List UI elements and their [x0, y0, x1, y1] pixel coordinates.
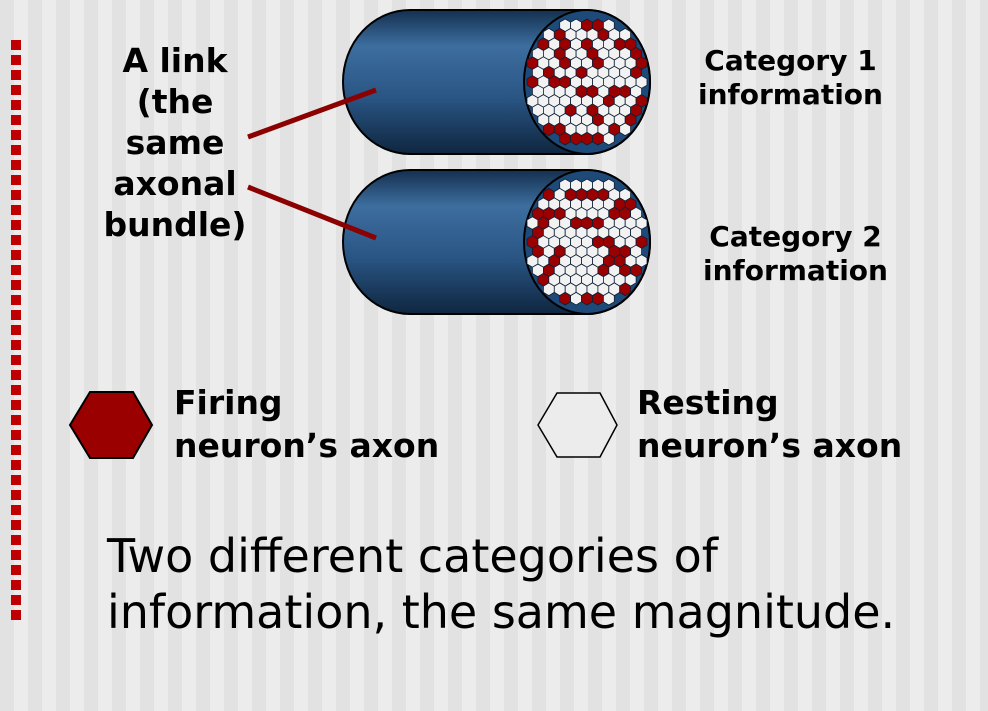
category-2-label: Category 2 information — [703, 220, 888, 288]
bullet-marker — [11, 430, 21, 440]
bullet-marker — [11, 190, 21, 200]
link-label-line: same — [125, 123, 225, 162]
white-hexagon-icon — [537, 392, 618, 458]
bullet-marker — [11, 595, 21, 605]
bullet-marker — [11, 325, 21, 335]
bullet-marker — [11, 370, 21, 380]
bullet-marker — [11, 235, 21, 245]
link-label-line: (the — [136, 82, 214, 121]
firing-axon — [592, 291, 604, 306]
category-1-label: Category 1 information — [698, 44, 883, 112]
firing-axon — [581, 131, 593, 146]
bullet-marker — [11, 145, 21, 155]
firing-axon — [581, 291, 593, 306]
resting-axon — [543, 282, 555, 297]
legend-resting-line: neuron’s axon — [637, 426, 903, 465]
sidebar-markers — [11, 40, 23, 625]
bullet-marker — [11, 610, 21, 620]
link-label-line: axonal — [113, 164, 237, 203]
firing-axon — [559, 131, 571, 146]
firing-axon — [570, 131, 582, 146]
resting-axon — [603, 291, 615, 306]
category-1-label-line: information — [698, 78, 883, 111]
bullet-marker — [11, 490, 21, 500]
bullet-marker — [11, 520, 21, 530]
firing-axon — [543, 122, 555, 137]
resting-axon — [603, 131, 615, 146]
category-2-label-line: Category 2 — [709, 220, 882, 253]
link-label-line: bundle) — [103, 205, 247, 244]
bullet-marker — [11, 550, 21, 560]
bullet-marker — [11, 250, 21, 260]
bullet-marker — [11, 100, 21, 110]
bullet-marker — [11, 55, 21, 65]
bullet-marker — [11, 505, 21, 515]
bullet-marker — [11, 220, 21, 230]
bullet-marker — [11, 445, 21, 455]
category-1-label-line: Category 1 — [704, 44, 877, 77]
pointer-line-2 — [247, 184, 377, 241]
bullet-marker — [11, 295, 21, 305]
bullet-marker — [11, 385, 21, 395]
legend-firing: Firing neuron’s axon — [174, 381, 439, 467]
red-hexagon-icon — [68, 391, 154, 459]
bullet-marker — [11, 460, 21, 470]
bullet-marker — [11, 475, 21, 485]
bullet-marker — [11, 160, 21, 170]
pointer-line-1 — [247, 87, 377, 140]
legend-resting: Resting neuron’s axon — [637, 381, 902, 467]
bullet-marker — [11, 70, 21, 80]
link-label: A link (the same axonal bundle) — [100, 40, 250, 245]
bullet-marker — [11, 85, 21, 95]
bullet-marker — [11, 40, 21, 50]
legend-firing-line: Firing — [174, 383, 283, 422]
bullet-marker — [11, 355, 21, 365]
bullet-marker — [11, 415, 21, 425]
bullet-marker — [11, 340, 21, 350]
bullet-marker — [11, 565, 21, 575]
bullet-marker — [11, 280, 21, 290]
axon-bundle-2 — [342, 169, 651, 315]
bullet-marker — [11, 205, 21, 215]
category-2-label-line: information — [703, 254, 888, 287]
caption: Two different categories of information,… — [107, 529, 896, 639]
link-label-line: A link — [122, 41, 228, 80]
resting-axon — [570, 291, 582, 306]
bullet-marker — [11, 175, 21, 185]
bullet-marker — [11, 265, 21, 275]
bullet-marker — [11, 130, 21, 140]
legend-resting-line: Resting — [637, 383, 779, 422]
axon-bundle-1 — [342, 9, 651, 155]
bullet-marker — [11, 535, 21, 545]
bullet-marker — [11, 580, 21, 590]
firing-axon — [619, 282, 631, 297]
firing-axon — [559, 291, 571, 306]
bullet-marker — [11, 400, 21, 410]
firing-axon — [592, 131, 604, 146]
bullet-marker — [11, 115, 21, 125]
resting-axon — [619, 122, 631, 137]
bullet-marker — [11, 310, 21, 320]
legend-firing-line: neuron’s axon — [174, 426, 440, 465]
